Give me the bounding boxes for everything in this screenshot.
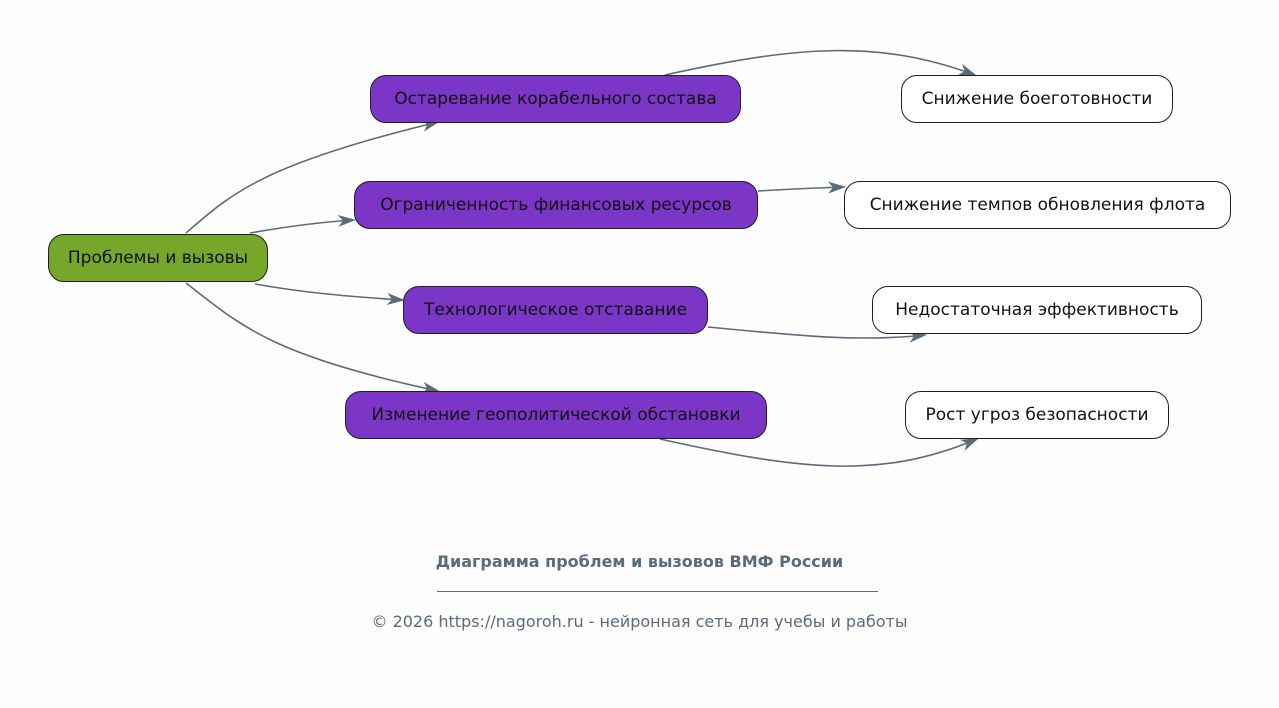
- copyright-notice: © 2026 https://nagoroh.ru - нейронная се…: [371, 612, 908, 631]
- node-cause-aging-fleet: Остаревание корабельного состава: [370, 75, 741, 123]
- node-cause-geopolitics: Изменение геополитической обстановки: [345, 391, 767, 439]
- edge-root-to-cause-2: [249, 214, 356, 234]
- node-effect-efficiency: Недостаточная эффективность: [872, 286, 1202, 334]
- edge-root-to-cause-3: [254, 283, 405, 305]
- edge-cause-1-to-effect-1: [664, 49, 977, 76]
- footer-divider: [437, 591, 878, 592]
- edge-root-to-cause-1: [185, 119, 440, 234]
- edge-cause-3-to-effect-3: [707, 326, 927, 343]
- node-root: Проблемы и вызовы: [48, 234, 268, 282]
- node-effect-renewal-rate: Снижение темпов обновления флота: [844, 181, 1231, 229]
- node-effect-readiness: Снижение боеготовности: [901, 75, 1173, 123]
- edge-cause-4-to-effect-4: [659, 438, 979, 467]
- node-cause-tech-lag: Технологическое отставание: [403, 286, 708, 334]
- node-cause-limited-finances: Ограниченность финансовых ресурсов: [354, 181, 758, 229]
- edge-root-to-cause-4: [185, 282, 440, 394]
- node-effect-threats: Рост угроз безопасности: [905, 391, 1169, 439]
- diagram-title: Диаграмма проблем и вызовов ВМФ России: [435, 552, 844, 571]
- edge-cause-2-to-effect-2: [757, 181, 846, 194]
